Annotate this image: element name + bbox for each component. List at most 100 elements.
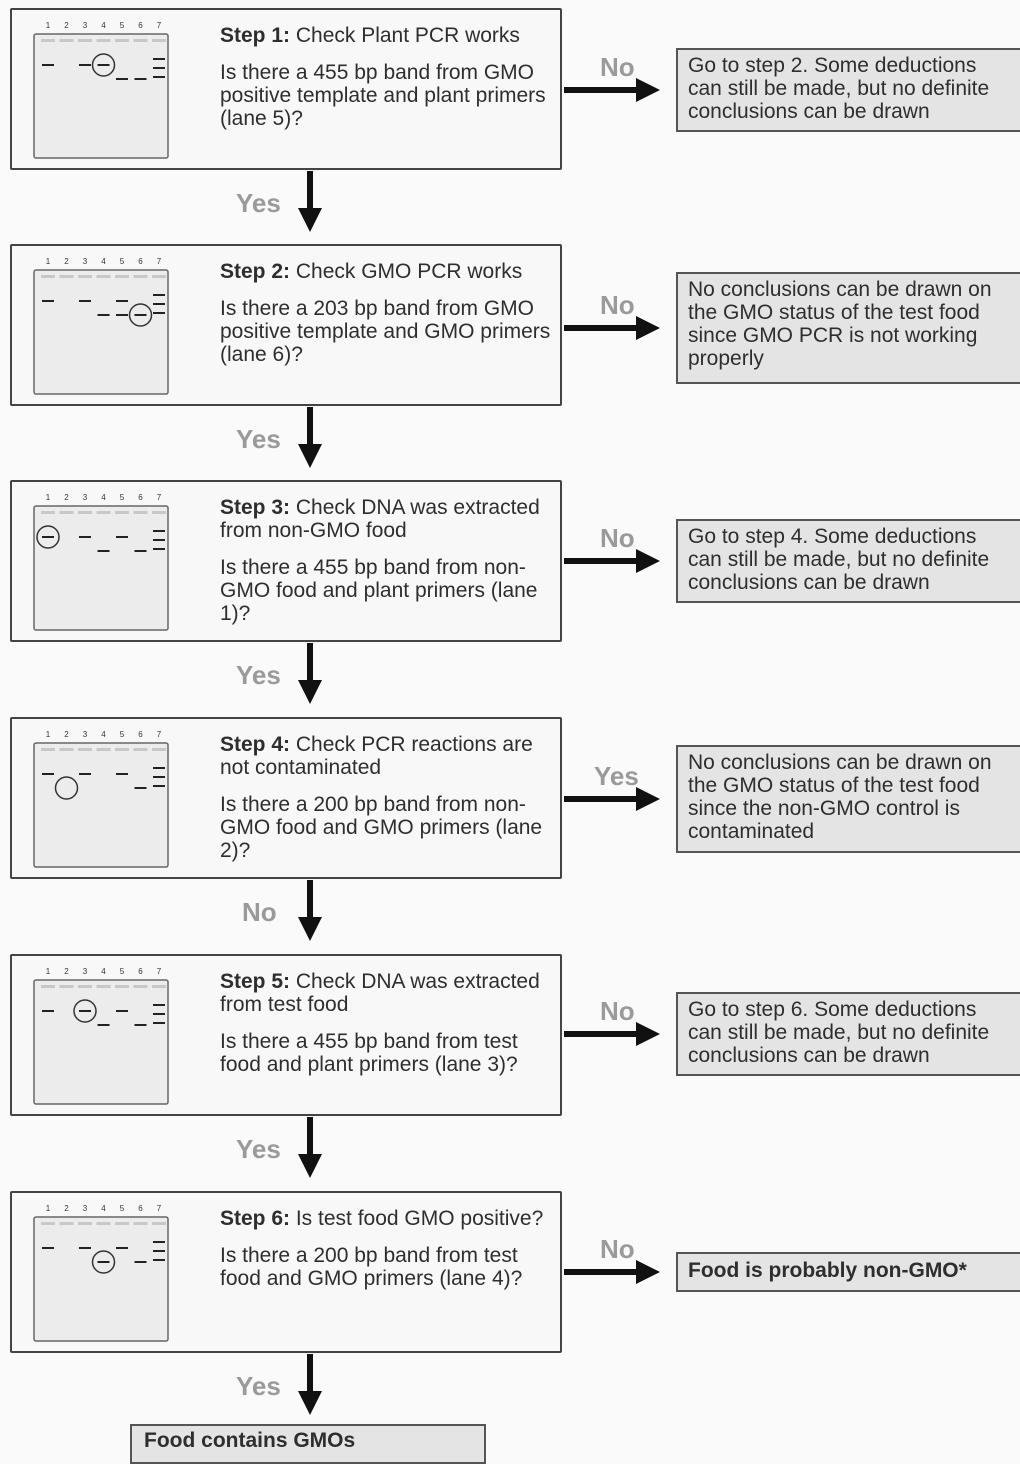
down-label: Yes [236,1134,281,1164]
gel-well [96,511,111,514]
result-box: No conclusions can be drawn on the GMO s… [676,745,1020,853]
lane-number: 4 [101,1204,106,1213]
step-title: Step 6: [220,1207,291,1230]
lane-number: 6 [138,257,143,266]
lane-number: 3 [83,730,88,739]
gel-well [78,275,92,278]
gel-well [59,1222,74,1225]
result-box: Go to step 4. Some deductions can still … [676,519,1020,603]
lane-number: 4 [101,493,106,502]
step-title: Step 5: [220,970,291,993]
step-goal: Check DNA was extracted from non-GMO foo… [220,496,540,542]
gel-well [59,748,74,751]
lane-number: 2 [64,493,69,502]
lane-number: 7 [157,257,162,266]
step-text: Step 6: Is test food GMO positive?Is the… [220,1207,556,1290]
step-goal: Is test food GMO positive? [290,1207,544,1230]
lane-number: 6 [138,1204,143,1213]
lane-number: 1 [46,21,51,30]
gel-well [152,511,166,514]
gel-well [115,275,129,278]
gel-well [96,1222,111,1225]
lane-number: 5 [120,1204,125,1213]
gel-well [133,275,148,278]
gel-body [33,269,169,395]
lane-number: 1 [46,1204,51,1213]
gel-well [152,985,166,988]
down-label: Yes [236,660,281,690]
gel-well [133,1222,148,1225]
down-label: Yes [236,1371,281,1401]
gel-well [96,39,111,42]
lane-number: 4 [101,21,106,30]
final-result-box: Food contains GMOs [130,1424,486,1464]
gel-body [33,979,169,1105]
step-title: Step 2: [220,260,291,283]
branch-label: Yes [594,761,639,791]
lane-number: 3 [83,257,88,266]
step-question: Is there a 200 bp band from non-GMO food… [220,793,543,862]
gel-well [78,1222,92,1225]
lane-number: 2 [64,257,69,266]
branch-label: No [600,1234,635,1264]
lane-number: 7 [157,730,162,739]
step-heading: Step 5: Check DNA was extracted from tes… [220,970,556,1016]
gel-well [41,275,55,278]
gel-well [41,748,55,751]
down-label: No [242,897,277,927]
gel-well [59,985,74,988]
gel-well [78,511,92,514]
lane-number: 6 [138,493,143,502]
lane-number: 3 [83,493,88,502]
lane-number: 7 [157,493,162,502]
highlight-circle [36,525,60,549]
gel-well [78,985,92,988]
result-box: Go to step 6. Some deductions can still … [676,992,1020,1076]
down-label: Yes [236,188,281,218]
step-text: Step 3: Check DNA was extracted from non… [220,496,556,625]
branch-label: No [600,523,635,553]
gel-well [152,1222,166,1225]
step-goal: Check PCR reactions are not contaminated [220,733,533,779]
lane-number: 1 [46,967,51,976]
lane-number: 4 [101,257,106,266]
gel-well [133,748,148,751]
step-question: Is there a 203 bp band from GMO positive… [220,297,551,366]
lane-number: 2 [64,967,69,976]
gel-well [152,39,166,42]
lane-number: 3 [83,1204,88,1213]
lane-number: 6 [138,967,143,976]
final-result-text: Food contains GMOs [144,1429,356,1452]
highlight-circle [91,53,116,77]
gel-well [96,748,111,751]
gel-well [152,748,166,751]
step-text: Step 4: Check PCR reactions are not cont… [220,733,556,862]
lane-number: 4 [101,967,106,976]
gel-well [133,985,148,988]
lane-number: 3 [83,21,88,30]
gel-well [96,985,111,988]
gel-well [78,39,92,42]
lane-number: 1 [46,257,51,266]
lane-number: 5 [120,967,125,976]
gel-well [59,39,74,42]
step-question: Is there a 455 bp band from test food an… [220,1030,518,1076]
lane-number: 5 [120,21,125,30]
lane-number: 2 [64,1204,69,1213]
gel-well [115,1222,129,1225]
gel-well [133,39,148,42]
step-goal: Check Plant PCR works [290,24,520,47]
step-question: Is there a 455 bp band from GMO positive… [220,61,546,130]
step-heading: Step 2: Check GMO PCR works [220,260,556,283]
step-heading: Step 3: Check DNA was extracted from non… [220,496,556,542]
